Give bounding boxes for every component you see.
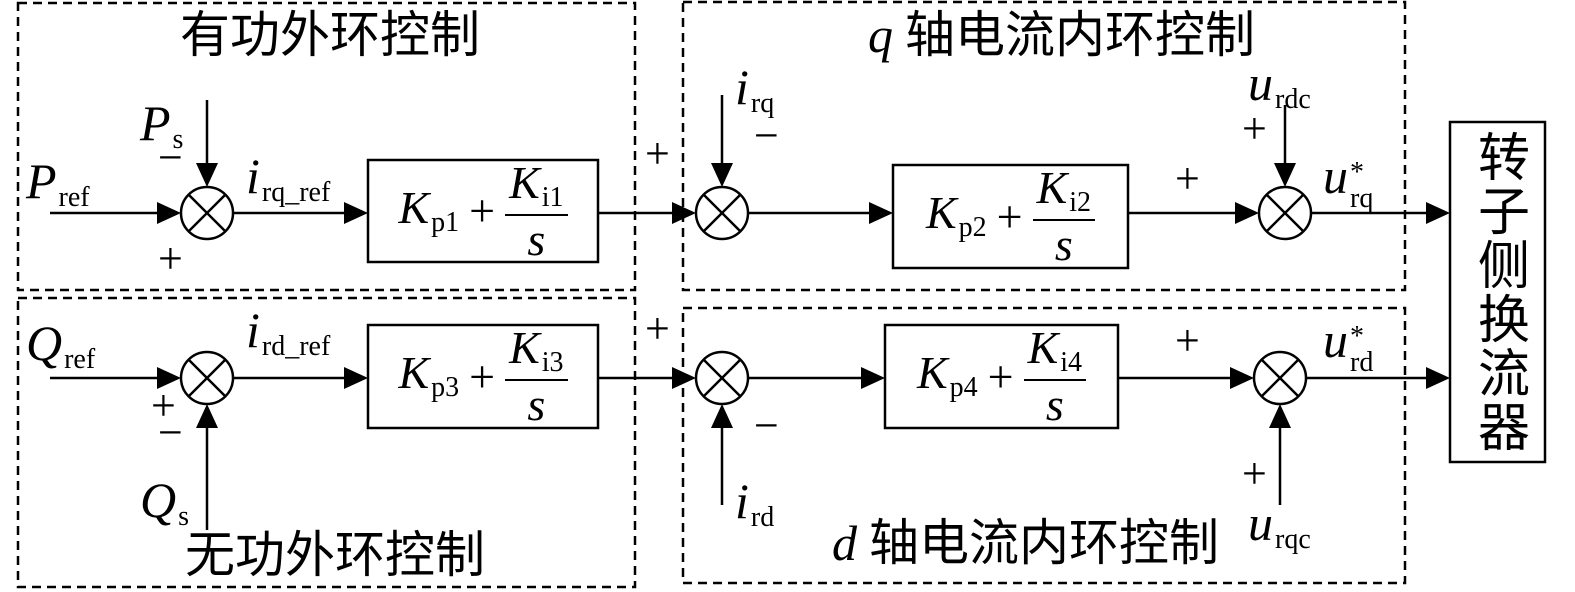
d-axis-title-text: 轴电流内环控制 <box>869 515 1219 571</box>
label-q-ref: Qref <box>26 315 96 375</box>
sum3-urdc-sign: + <box>1242 104 1267 153</box>
label-i-rq-ref: irq_ref <box>246 148 331 208</box>
arrow-pi2-to-sum3 <box>1128 202 1259 224</box>
arrow-urqc-to-sum6 <box>1269 404 1291 505</box>
sum1-junction <box>179 185 235 241</box>
q-axis-symbol: q <box>868 7 893 63</box>
sum5-input-sign: + <box>645 304 670 353</box>
pi3-block <box>366 323 600 430</box>
sum6-input-sign: + <box>1175 316 1200 365</box>
sum3-input-sign: + <box>1175 154 1200 203</box>
label-i-rq: irq <box>735 59 775 119</box>
reactive-outer-loop-title: 无功外环控制 <box>185 527 485 583</box>
sum1-ps-sign: − <box>158 133 183 182</box>
arrow-pi4-to-sum6 <box>1118 367 1254 389</box>
sum3-junction <box>1257 185 1313 241</box>
arrow-sum5-to-pi4 <box>748 367 885 389</box>
sum2-junction <box>694 185 750 241</box>
sum2-input-sign: + <box>645 129 670 178</box>
q-axis-title-text: 轴电流内环控制 <box>905 7 1255 63</box>
sum4-qref-sign: + <box>151 381 176 430</box>
sum1-pref-sign: + <box>158 234 183 283</box>
q-axis-inner-loop-frame <box>681 0 1407 292</box>
arrow-sum3-to-converter <box>1311 202 1450 224</box>
arrow-sum1-to-pi1 <box>233 202 368 224</box>
arrow-pref-to-sum1 <box>50 202 181 224</box>
active-outer-loop-title: 有功外环控制 <box>180 7 480 63</box>
d-axis-inner-loop-frame <box>681 306 1407 585</box>
arrow-sum2-to-pi2 <box>748 202 893 224</box>
label-i-rd-ref: ird_ref <box>246 302 331 362</box>
sum5-ird-sign: − <box>754 401 779 450</box>
arrow-ird-to-sum5 <box>711 404 733 505</box>
pi1-block <box>366 158 600 264</box>
label-i-rd: ird <box>735 473 775 533</box>
arrow-sum4-to-pi3 <box>233 367 368 389</box>
converter-label-box: 转子侧换流器 <box>1450 122 1545 462</box>
arrow-ps-to-sum1 <box>196 100 218 187</box>
sum4-junction <box>179 350 235 406</box>
arrow-pi3-to-sum5 <box>598 367 696 389</box>
label-u-rqc: urqc <box>1248 495 1311 555</box>
label-u-rdc: urdc <box>1248 55 1311 115</box>
sum2-irq-sign: − <box>754 111 779 160</box>
label-p-s: Ps <box>140 95 184 155</box>
sum5-junction <box>694 350 750 406</box>
converter-label: 转子侧换流器 <box>1469 130 1527 454</box>
sum4-qs-sign: − <box>158 408 183 457</box>
label-u-rd-star: u*rd <box>1323 312 1374 378</box>
pi2-block <box>891 163 1130 270</box>
arrow-qs-to-sum4 <box>196 404 218 530</box>
d-axis-symbol: d <box>832 515 857 571</box>
active-outer-loop-frame <box>16 1 637 292</box>
label-q-s: Qs <box>140 472 190 532</box>
arrow-sum6-to-converter <box>1306 367 1450 389</box>
sum6-urqc-sign: + <box>1242 449 1267 498</box>
arrow-irq-to-sum2 <box>711 95 733 187</box>
converter-block <box>1448 120 1547 464</box>
label-u-rq-star: u*rq <box>1323 148 1374 214</box>
sum6-junction <box>1252 350 1308 406</box>
pi4-block <box>883 323 1120 430</box>
reactive-outer-loop-frame <box>16 296 637 589</box>
arrow-pi1-to-sum2 <box>598 202 696 224</box>
arrow-qref-to-sum4 <box>50 367 181 389</box>
label-p-ref: Pref <box>26 153 90 213</box>
arrow-urdc-to-sum3 <box>1274 105 1296 187</box>
